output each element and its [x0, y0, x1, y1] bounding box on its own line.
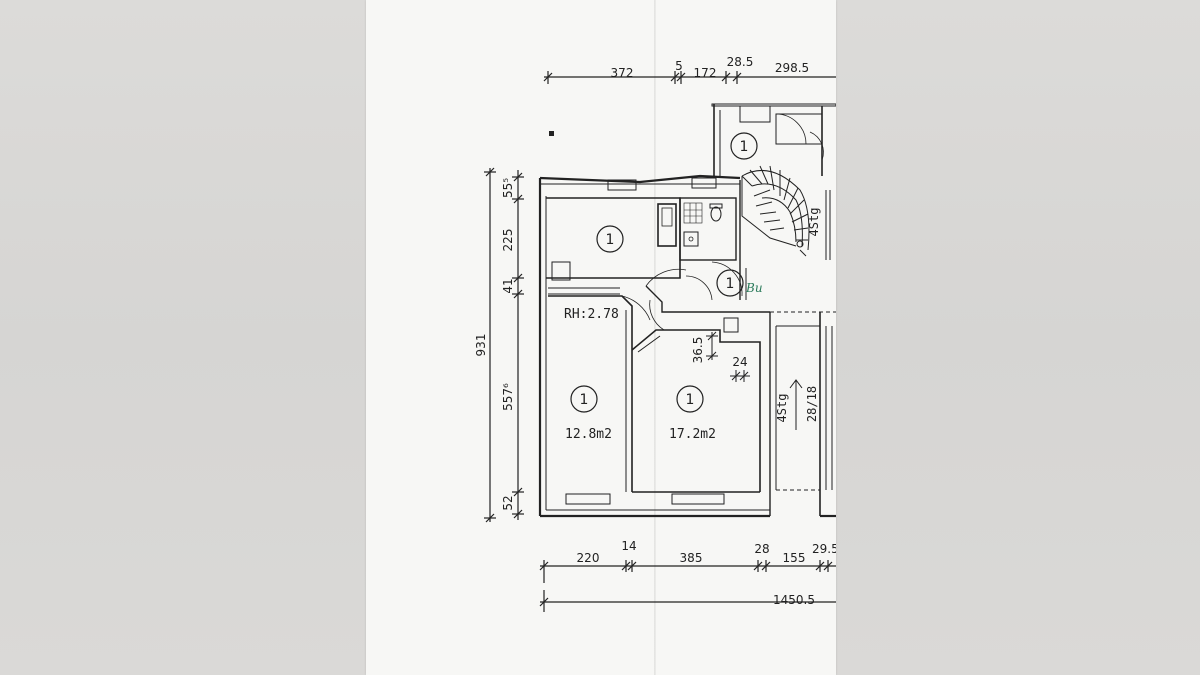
room-number-right-room: 1 — [686, 392, 695, 408]
right-room-area: 17.2m2 — [669, 427, 716, 442]
left-dim-52: 52 — [501, 495, 515, 510]
room-number-kitchen: 1 — [606, 232, 615, 248]
bottom-dim-28: 28 — [754, 542, 769, 556]
outer-walls — [538, 174, 770, 518]
bathroom — [679, 197, 737, 261]
room-number-markers — [570, 132, 758, 413]
bottom-dim-220: 220 — [577, 551, 600, 565]
bottom-dim-29-5: 29.5 — [812, 542, 839, 556]
left-room-area: 12.8m2 — [565, 427, 612, 442]
left-dim-225: 225 — [501, 229, 515, 252]
top-dim-298-5: 298.5 — [775, 61, 809, 75]
left-dimension-lines — [484, 167, 524, 523]
bottom-dim-385: 385 — [680, 551, 703, 565]
left-dim-931: 931 — [474, 334, 488, 357]
top-dim-5: 5 — [675, 59, 683, 73]
top-dim-172: 172 — [694, 66, 717, 80]
upper-staircase — [711, 103, 836, 260]
room-marker-right-room — [676, 385, 704, 413]
left-dim-557: 557⁶ — [501, 383, 515, 411]
top-dim-28-5: 28.5 — [727, 55, 754, 69]
room-number-hall: 1 — [726, 276, 735, 292]
paper-fold-line — [654, 0, 656, 675]
blurred-background-right — [836, 0, 1200, 675]
handwritten-note: Bu — [745, 281, 763, 295]
bottom-dim-total-1450-5: 1450.5 — [773, 593, 815, 607]
lower-stairs-label: 4Stg — [775, 394, 789, 423]
top-dim-372: 372 — [611, 66, 634, 80]
room-marker-kitchen — [596, 225, 624, 253]
room-marker-hall — [716, 269, 744, 297]
blurred-background-left — [0, 0, 366, 675]
lower-stairs-ratio: 28/18 — [805, 386, 819, 422]
room-number-upper: 1 — [740, 139, 749, 155]
corridor — [645, 180, 771, 516]
bottom-windows — [565, 493, 725, 505]
left-dim-55: 55⁵ — [501, 178, 515, 198]
interior-dim-36-5: 36.5 — [691, 337, 705, 364]
bottom-dim-14: 14 — [621, 539, 636, 553]
interior-dimensions — [706, 331, 750, 382]
bottom-dimension-lines — [539, 560, 836, 612]
bottom-dim-155: 155 — [783, 551, 806, 565]
left-bedroom — [548, 295, 651, 492]
room-number-left-bedroom: 1 — [580, 392, 589, 408]
top-dimension-line — [543, 71, 836, 84]
top-windows — [607, 177, 717, 191]
room-marker-left-bedroom — [570, 385, 598, 413]
right-room — [631, 329, 761, 493]
room-height-label: RH:2.78 — [564, 307, 619, 322]
room-marker-upper-landing — [730, 132, 758, 160]
upper-stairs-label: 4Stg — [807, 208, 821, 237]
marker-square — [549, 131, 554, 136]
lower-staircase — [770, 311, 836, 518]
interior-dim-24: 24 — [732, 355, 747, 369]
left-dim-41: 41 — [501, 278, 515, 293]
